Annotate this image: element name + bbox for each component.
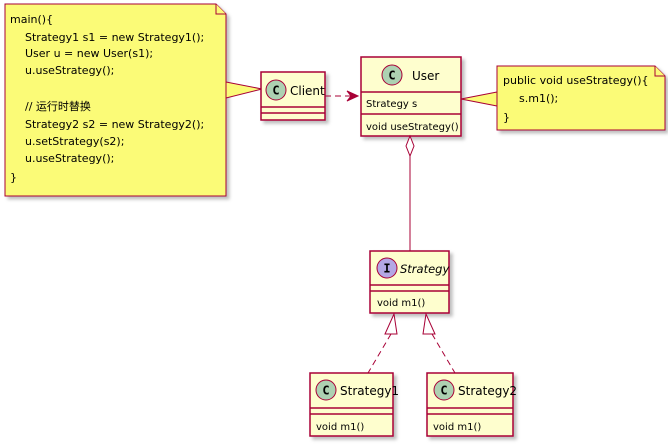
class-user-method: void useStrategy(): [366, 122, 459, 133]
note-main-line: User u = new User(s1);: [25, 47, 153, 60]
note-user-line: }: [503, 111, 510, 124]
class-badge-letter: C: [440, 384, 447, 398]
class-user-box: [360, 56, 462, 137]
note-main: main(){ Strategy1 s1 = new Strategy1(); …: [4, 3, 263, 197]
interface-badge-letter: I: [383, 262, 390, 276]
class-strategy2-name: Strategy2: [458, 384, 517, 398]
class-strategy2[interactable]: C Strategy2 void m1(): [426, 372, 517, 437]
note-user-fold: [654, 66, 665, 77]
realization-line: [431, 333, 456, 374]
note-main-line: }: [10, 171, 17, 184]
note-main-body: [4, 3, 227, 197]
class-strategy2-method: void m1(): [433, 422, 481, 433]
note-main-line: // 运行时替换: [25, 99, 91, 113]
note-main-line: Strategy1 s1 = new Strategy1();: [25, 31, 204, 44]
note-main-line: main(){: [10, 13, 53, 26]
note-user-line: public void useStrategy(){: [503, 74, 649, 87]
class-strategy-method: void m1(): [377, 298, 425, 309]
class-badge-icon: [315, 379, 337, 401]
note-main-line: Strategy2 s2 = new Strategy2();: [25, 118, 204, 131]
class-user[interactable]: C User Strategy s void useStrategy(): [360, 56, 462, 137]
edge-client-user-dependency: [325, 90, 360, 102]
realization-triangle-icon: [384, 312, 398, 335]
class-badge-letter: C: [272, 84, 279, 98]
class-badge-letter: C: [388, 69, 395, 83]
class-badge-icon: [265, 79, 287, 101]
edge-user-strategy-aggregation: [405, 134, 415, 251]
note-main-pointer: [225, 81, 263, 99]
class-user-name: User: [412, 69, 439, 83]
realization-triangle-icon: [422, 312, 436, 335]
class-strategy1[interactable]: C Strategy1 void m1(): [309, 372, 399, 437]
note-user-line: s.m1();: [519, 92, 558, 105]
note-user-method: public void useStrategy(){ s.m1(); }: [460, 65, 666, 131]
note-main-line: u.useStrategy();: [25, 152, 114, 165]
interface-badge-icon: [376, 257, 398, 279]
note-user-pointer: [460, 91, 498, 107]
realization-line: [367, 333, 392, 374]
class-badge-icon: [381, 64, 403, 86]
class-client[interactable]: C Client: [260, 71, 326, 121]
class-badge-letter: C: [322, 384, 329, 398]
edge-strategy2-realization: [422, 312, 456, 374]
aggregation-diamond-icon: [405, 134, 415, 158]
dependency-arrowhead-icon: [346, 90, 360, 102]
class-strategy-interface[interactable]: I Strategy void m1(): [369, 250, 450, 314]
note-main-line: u.setStrategy(s2);: [25, 135, 124, 148]
class-strategy1-name: Strategy1: [340, 384, 399, 398]
class-strategy-name: Strategy: [400, 262, 449, 276]
note-main-line: u.useStrategy();: [25, 64, 114, 77]
class-client-name: Client: [290, 84, 325, 98]
class-badge-icon: [433, 379, 455, 401]
edge-strategy1-realization: [367, 312, 398, 374]
note-main-fold: [215, 4, 226, 15]
class-user-field: Strategy s: [366, 99, 417, 110]
note-user-body: [496, 65, 666, 131]
class-strategy1-method: void m1(): [316, 422, 364, 433]
